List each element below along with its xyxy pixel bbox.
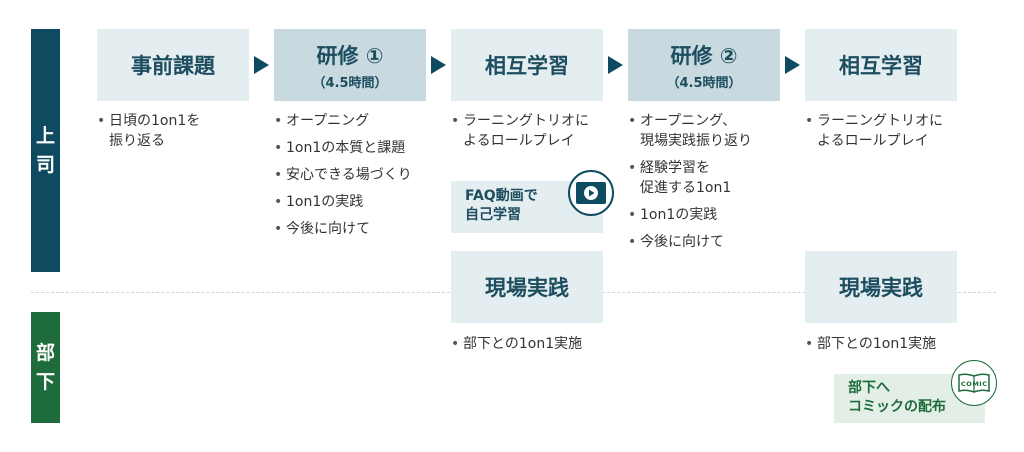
step-subtitle: （4.5時間）: [312, 75, 388, 91]
role-char: 下: [35, 370, 55, 393]
list-item: 今後に向けて: [628, 232, 752, 252]
step-items: ラーニングトリオに よるロールプレイ: [805, 111, 943, 158]
comic-icon-text: COMIC: [961, 380, 987, 388]
step-title: 研修 ②: [670, 43, 738, 68]
role-label-boss: 上司: [31, 29, 60, 272]
role-label-subordinate: 部下: [31, 312, 60, 423]
step-items: オープニング、 現場実践振り返り 経験学習を 促進する1on1 1on1の実践 …: [628, 111, 752, 259]
list-item: オープニング、 現場実践振り返り: [628, 111, 752, 151]
arrow-icon: [608, 56, 623, 74]
arrow-icon: [254, 56, 269, 74]
list-item: 部下との1on1実施: [451, 334, 582, 354]
role-char: 司: [35, 153, 55, 176]
practice-items: 部下との1on1実施: [805, 334, 936, 361]
comic-line: コミックの配布: [848, 399, 946, 415]
comic-book-icon: COMIC: [951, 360, 997, 406]
practice-title: 現場実践: [839, 276, 923, 300]
step-training-2: 研修 ② （4.5時間）: [628, 29, 780, 101]
video-play-icon: [568, 170, 614, 216]
step-training-1: 研修 ① （4.5時間）: [274, 29, 426, 101]
step-mutual-learning-1: 相互学習: [451, 29, 603, 101]
arrow-icon: [431, 56, 446, 74]
faq-line: FAQ動画で: [465, 188, 538, 204]
list-item: 1on1の本質と課題: [274, 138, 412, 158]
step-title: 相互学習: [485, 54, 569, 78]
list-item: 今後に向けて: [274, 219, 412, 239]
role-char: 上: [35, 125, 55, 147]
role-char: 部: [35, 342, 55, 364]
list-item: 安心できる場づくり: [274, 165, 412, 185]
step-pre-assignment: 事前課題: [97, 29, 249, 101]
practice-title: 現場実践: [485, 276, 569, 300]
list-item: 部下との1on1実施: [805, 334, 936, 354]
step-mutual-learning-2: 相互学習: [805, 29, 957, 101]
list-item: 日頃の1on1を 振り返る: [97, 111, 200, 151]
list-item: オープニング: [274, 111, 412, 131]
comic-line: 部下へ: [848, 380, 890, 396]
arrow-icon: [785, 56, 800, 74]
faq-line: 自己学習: [465, 207, 521, 223]
list-item: 1on1の実践: [274, 192, 412, 212]
list-item: 1on1の実践: [628, 205, 752, 225]
step-title: 事前課題: [131, 54, 215, 78]
list-item: ラーニングトリオに よるロールプレイ: [451, 111, 589, 151]
practice-items: 部下との1on1実施: [451, 334, 582, 361]
step-title: 研修 ①: [316, 43, 384, 68]
step-items: 日頃の1on1を 振り返る: [97, 111, 200, 158]
step-items: ラーニングトリオに よるロールプレイ: [451, 111, 589, 158]
field-practice-2: 現場実践: [805, 251, 957, 323]
step-title: 相互学習: [839, 54, 923, 78]
list-item: 経験学習を 促進する1on1: [628, 158, 752, 198]
list-item: ラーニングトリオに よるロールプレイ: [805, 111, 943, 151]
step-subtitle: （4.5時間）: [666, 75, 742, 91]
step-items: オープニング 1on1の本質と課題 安心できる場づくり 1on1の実践 今後に向…: [274, 111, 412, 246]
field-practice-1: 現場実践: [451, 251, 603, 323]
